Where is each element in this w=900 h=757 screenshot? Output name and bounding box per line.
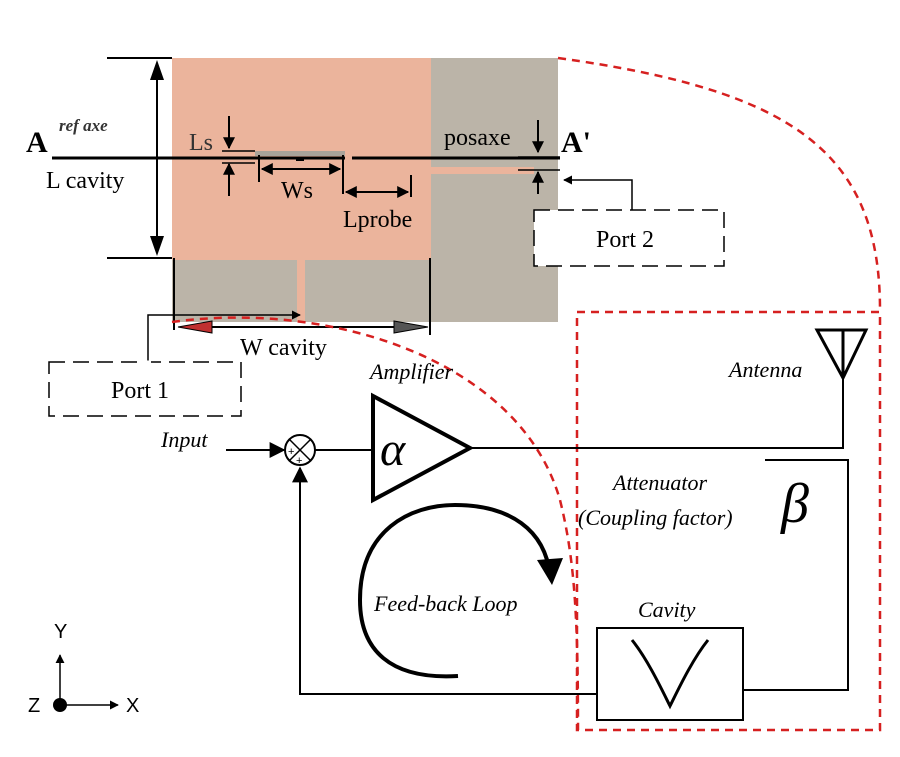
red-callouts [171,56,882,732]
feedback-circuit: + + [226,328,869,721]
feedback-loop-arrow [357,502,552,679]
alpha-label: α [380,423,406,476]
input-label: Input [160,427,208,452]
l-cavity-label: L cavity [46,168,124,194]
l-cavity-arrow-up [150,60,164,80]
antenna-label: Antenna [727,357,802,382]
layout-labels: A ref axe Ls posaxe A' L cavity Ws Lprob… [26,116,654,404]
feedback-loop-arrowhead [537,558,563,585]
cavity-label: Cavity [638,597,696,622]
slot [255,151,345,156]
l-cavity-arrow-down [150,236,164,256]
cavity-attenuator-box [575,310,882,732]
cavity-resonance-icon [630,639,710,710]
port1-pointer [147,310,301,362]
junction-plus-left: + [288,446,294,458]
coordinate-axes: Y Z X [28,621,139,717]
attenuator-line [743,459,849,691]
circuit-labels: Input Amplifier α Antenna Attenuator (Co… [160,357,809,622]
w-cavity-label: W cavity [240,335,327,361]
cavity-to-junction [292,466,597,695]
z-axis-dot [53,698,67,712]
y-axis-label: Y [54,621,67,643]
w-cavity-arrow-right [393,320,429,334]
point-a-prime-label: A' [561,126,591,159]
beta-label: β [780,473,809,535]
port1-box [48,361,242,417]
probe-strip [410,167,534,174]
posaxe-label: posaxe [444,125,511,151]
attenuator-label: Attenuator [611,470,708,495]
upper-callout-curve [557,56,882,311]
amplifier-label: Amplifier [368,359,454,384]
x-axis-label: X [126,695,139,717]
ref-axe-label: ref axe [59,116,108,135]
port2-pointer [563,175,633,210]
port2-box [533,209,725,267]
coupling-factor-label: (Coupling factor) [578,505,733,530]
antenna-layout [48,57,725,417]
ws-tick [296,157,304,161]
port2-label: Port 2 [596,227,654,253]
z-axis-label: Z [28,695,40,717]
lower-callout-curve [171,316,580,731]
junction-cross-b [288,438,312,462]
port1-label: Port 1 [111,378,169,404]
amplifier-triangle [371,392,475,504]
ls-label: Ls [189,130,213,156]
lprobe-label: Lprobe [343,207,412,233]
amp-to-antenna [470,372,844,449]
point-a-label: A [26,126,48,159]
feedback-loop-label: Feed-back Loop [373,591,518,616]
ws-label: Ws [281,178,313,204]
port1-feed-strip [297,240,305,322]
junction-plus-bottom: + [296,455,302,467]
w-cavity-arrow-left [177,320,213,334]
